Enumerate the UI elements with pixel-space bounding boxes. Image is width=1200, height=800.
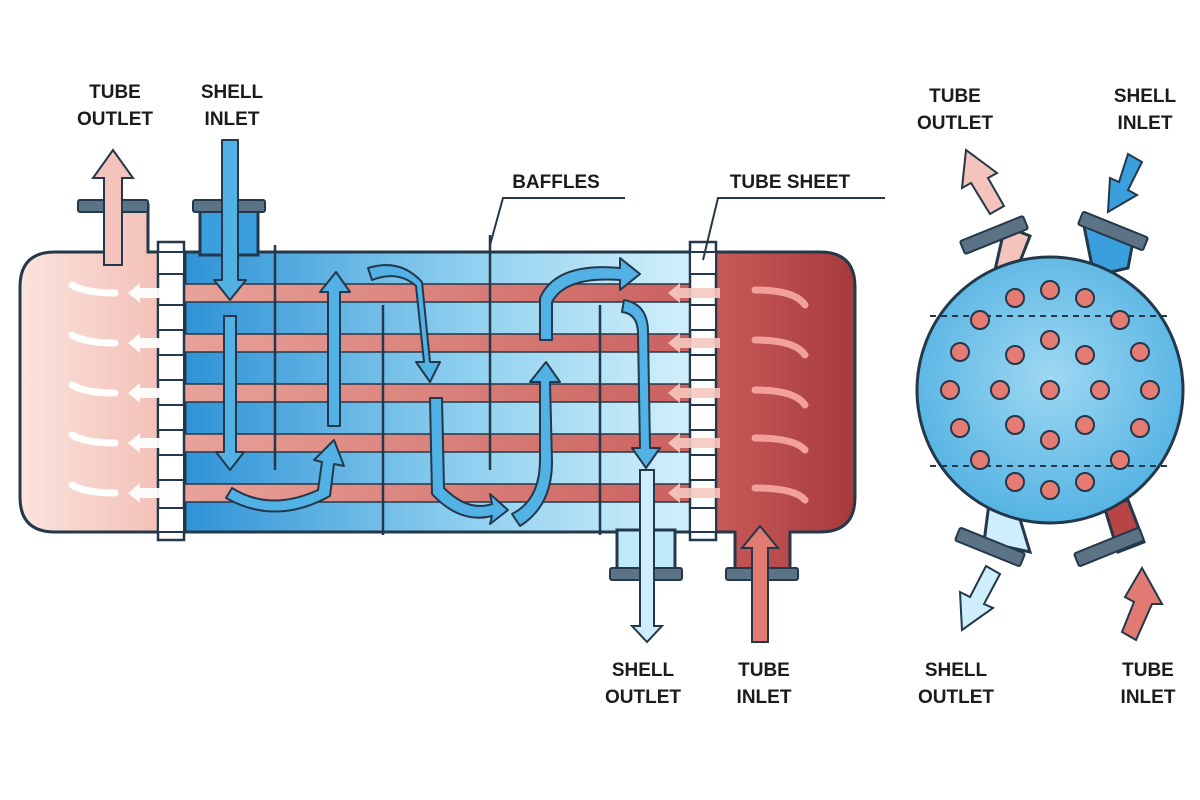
svg-text:SHELL: SHELL	[201, 82, 264, 103]
svg-text:INLET: INLET	[1121, 687, 1176, 708]
svg-text:INLET: INLET	[205, 109, 260, 130]
flow-arrow-icon	[668, 483, 720, 503]
svg-text:TUBE: TUBE	[929, 86, 981, 107]
left-channel-head	[18, 199, 167, 534]
tube-hole-icon	[1005, 472, 1025, 492]
flow-arrow-icon	[668, 333, 720, 353]
svg-text:INLET: INLET	[1118, 113, 1173, 134]
label-shell-inlet-right: SHELL INLET	[1114, 86, 1177, 134]
tube-hole-icon	[950, 418, 970, 438]
tube-hole-icon	[1040, 480, 1060, 500]
label-tube-outlet-right: TUBE OUTLET	[917, 86, 993, 134]
tube-hole-icon	[1075, 472, 1095, 492]
svg-text:SHELL: SHELL	[925, 660, 988, 681]
tube-hole-icon	[1005, 415, 1025, 435]
tube-hole-icon	[1040, 330, 1060, 350]
tube-hole-icon	[1090, 380, 1110, 400]
tube-hole-icon	[1075, 288, 1095, 308]
tube-hole-icon	[1130, 342, 1150, 362]
flow-arrow-icon	[128, 283, 178, 303]
flow-arrow-icon	[429, 397, 509, 525]
tube-hole-icon	[1075, 415, 1095, 435]
flow-arrow-icon	[215, 315, 245, 471]
tube-hole-icon	[950, 342, 970, 362]
svg-text:OUTLET: OUTLET	[917, 113, 993, 134]
label-tube-sheet: TUBE SHEET	[730, 172, 851, 193]
svg-text:OUTLET: OUTLET	[77, 109, 153, 130]
tube-hole-icon	[940, 380, 960, 400]
leader-lines	[489, 197, 885, 261]
svg-text:SHELL: SHELL	[1114, 86, 1177, 107]
label-tube-outlet-left: TUBE OUTLET	[77, 82, 153, 130]
tube-hole-icon	[1130, 418, 1150, 438]
svg-text:TUBE: TUBE	[89, 82, 141, 103]
flow-arrow-icon	[621, 299, 661, 469]
flow-arrow-icon	[319, 271, 351, 427]
label-shell-outlet-right: SHELL OUTLET	[918, 660, 994, 708]
tube-inlet-arrow-icon	[1120, 565, 1164, 642]
flow-arrow-icon	[511, 361, 561, 527]
label-tube-inlet-bottom: TUBE INLET	[737, 660, 792, 708]
flow-arrow-icon	[668, 283, 720, 303]
flow-arrow-icon	[128, 433, 178, 453]
tube-hole-icon	[970, 310, 990, 330]
label-tube-inlet-right: TUBE INLET	[1121, 660, 1176, 708]
left-head-curved-arrows	[68, 281, 119, 497]
flow-arrow-icon	[128, 383, 178, 403]
flow-arrow-icon	[213, 139, 247, 301]
right-channel-head	[713, 250, 857, 581]
tube	[164, 283, 716, 303]
tube	[164, 333, 716, 353]
tube-hole-icon	[1140, 380, 1160, 400]
svg-text:SHELL: SHELL	[612, 660, 675, 681]
baffles	[273, 235, 602, 535]
tube-hole-icon	[1110, 310, 1130, 330]
svg-text:OUTLET: OUTLET	[605, 687, 681, 708]
label-shell-outlet-bottom: SHELL OUTLET	[605, 660, 681, 708]
tube-inlet-arrow-icon	[739, 524, 781, 643]
tube-flow-arrows	[128, 283, 178, 503]
tube-hole-icon	[970, 450, 990, 470]
flow-arrow-icon	[128, 333, 178, 353]
flow-arrow-icon	[367, 264, 441, 383]
svg-text:TUBE: TUBE	[1122, 660, 1174, 681]
tube-hole-icon	[1040, 280, 1060, 300]
shell-outlet-arrow-icon	[958, 564, 1002, 632]
tube-outlet-arrow-icon	[91, 148, 135, 266]
label-baffles: BAFFLES	[512, 172, 600, 193]
shell-inlet-arrow-icon	[1106, 152, 1144, 214]
right-head-curved-arrows	[751, 286, 809, 504]
cross-section-view	[915, 148, 1185, 642]
flow-arrow-icon	[668, 383, 720, 403]
tube-hole-icon	[1040, 380, 1060, 400]
shell-flow-arrows	[213, 139, 661, 527]
tube-entry-arrows	[668, 283, 720, 503]
tube-hole-icon	[1110, 450, 1130, 470]
flow-arrow-icon	[539, 257, 641, 341]
tube-hole-icon	[1075, 345, 1095, 365]
flow-arrow-icon	[128, 483, 178, 503]
svg-text:OUTLET: OUTLET	[918, 687, 994, 708]
tube-hole-icon	[1040, 430, 1060, 450]
tube-hole-icon	[1005, 345, 1025, 365]
tube-outlet-arrow-icon	[960, 148, 1006, 216]
svg-text:INLET: INLET	[737, 687, 792, 708]
svg-text:TUBE: TUBE	[738, 660, 790, 681]
flow-arrow-icon	[225, 439, 345, 513]
label-shell-inlet-left: SHELL INLET	[201, 82, 264, 130]
flow-arrow-icon	[668, 433, 720, 453]
shell-outlet-arrow-icon	[629, 469, 665, 644]
tube-hole-icon	[990, 380, 1010, 400]
tube-hole-icon	[1005, 288, 1025, 308]
